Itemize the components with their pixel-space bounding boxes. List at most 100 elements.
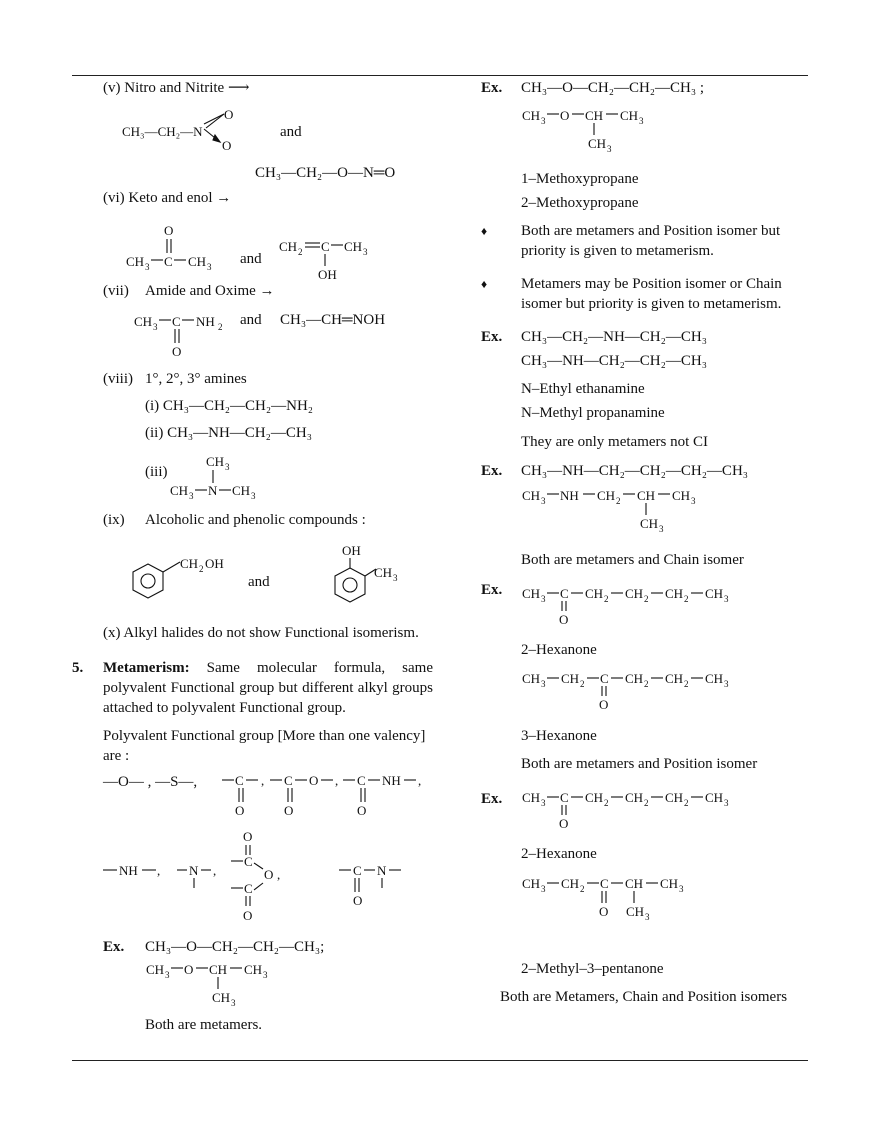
right-ex1-formula: CH₃—O—CH₂—CH₂—CH₃ ;	[521, 80, 705, 96]
svg-text:C: C	[244, 854, 253, 869]
svg-text:2: 2	[684, 594, 689, 604]
amide-oxime-label: Amide and Oxime →	[145, 283, 275, 299]
svg-text:NH: NH	[560, 488, 579, 503]
svg-text:CH: CH	[522, 586, 540, 601]
svg-text:C: C	[244, 881, 253, 896]
svg-text:O: O	[599, 697, 608, 712]
bullet2-diamond-icon: ♦	[481, 277, 488, 291]
left-ex-label: Ex.	[103, 939, 125, 955]
and-text-vi: and	[240, 251, 262, 267]
svg-text:CH: CH	[625, 876, 643, 891]
svg-text:3: 3	[659, 524, 664, 534]
svg-text:,: ,	[335, 773, 338, 788]
and-text-v: and	[280, 124, 302, 140]
svg-text:2: 2	[298, 247, 303, 257]
svg-text:OH: OH	[205, 556, 224, 571]
svg-text:CH: CH	[625, 586, 643, 601]
svg-text:3: 3	[393, 573, 398, 583]
svg-text:3: 3	[639, 116, 644, 126]
svg-text:,: ,	[277, 867, 280, 882]
right-ex2-note: They are only metamers not CI	[521, 434, 709, 450]
svg-text:3: 3	[153, 322, 158, 332]
alkyl-halides-label: (x) Alkyl halides do not show Functional…	[103, 625, 419, 641]
svg-text:O: O	[184, 962, 193, 977]
alcohol-phenol-label: Alcoholic and phenolic compounds :	[145, 512, 366, 528]
svg-text:3: 3	[263, 970, 268, 980]
svg-text:,: ,	[213, 863, 216, 878]
right-ex5-label: Ex.	[481, 791, 503, 807]
svg-text:2: 2	[684, 679, 689, 689]
right-ex2-label: Ex.	[481, 329, 503, 345]
svg-text:O: O	[222, 138, 231, 153]
svg-text:CH: CH	[344, 239, 362, 254]
svg-text:CH: CH	[244, 962, 262, 977]
svg-text:CH: CH	[279, 239, 297, 254]
svg-text:CH: CH	[585, 790, 603, 805]
svg-text:CH: CH	[180, 556, 198, 571]
svg-text:CH: CH	[625, 790, 643, 805]
svg-text:O: O	[560, 108, 569, 123]
nitrite-formula: CH₃—CH₂—O—N═O	[255, 165, 396, 181]
primary-amine-formula: (i) CH₃—CH₂—CH₂—NH₂	[145, 398, 314, 414]
svg-text:CH: CH	[209, 962, 227, 977]
svg-text:CH: CH	[620, 108, 638, 123]
right-ex2-formula1: CH₃—CH₂—NH—CH₂—CH₃	[521, 329, 707, 345]
left-ex-formula: CH₃—O—CH₂—CH₂—CH₃;	[145, 939, 325, 955]
svg-text:C: C	[353, 863, 362, 878]
right-ex4-note: Both are metamers and Position isomer	[521, 756, 758, 772]
svg-text:3: 3	[145, 262, 150, 272]
right-ex1-name1: 1–Methoxypropane	[521, 171, 639, 187]
svg-text:2: 2	[218, 322, 223, 332]
svg-text:OH: OH	[318, 267, 337, 282]
top-rule	[72, 75, 808, 76]
svg-text:C: C	[600, 671, 609, 686]
svg-text:C: C	[600, 876, 609, 891]
svg-text:CH: CH	[561, 671, 579, 686]
svg-text:CH: CH	[665, 586, 683, 601]
svg-text:3: 3	[679, 884, 684, 894]
svg-text:NH: NH	[196, 314, 215, 329]
svg-text:,: ,	[157, 863, 160, 878]
svg-text:CH: CH	[146, 962, 164, 977]
svg-text:2: 2	[604, 594, 609, 604]
right-ex5-note: Both are Metamers, Chain and Position is…	[500, 989, 788, 1005]
svg-text:CH: CH	[665, 790, 683, 805]
svg-text:3: 3	[231, 998, 236, 1008]
nitro-nitrite-label: (v) Nitro and Nitrite ⟶	[103, 80, 250, 96]
right-ex3-note: Both are metamers and Chain isomer	[521, 552, 744, 568]
svg-text:O: O	[164, 223, 173, 238]
amines-label: 1°, 2°, 3° amines	[145, 371, 247, 387]
svg-text:CH: CH	[522, 876, 540, 891]
svg-text:CH: CH	[665, 671, 683, 686]
svg-text:CH: CH	[626, 904, 644, 919]
svg-text:3: 3	[724, 798, 729, 808]
amines-num: (viii)	[103, 371, 133, 387]
svg-text:CH: CH	[597, 488, 615, 503]
svg-text:2: 2	[644, 679, 649, 689]
svg-text:NH: NH	[382, 773, 401, 788]
svg-text:N: N	[189, 863, 199, 878]
svg-text:CH: CH	[212, 990, 230, 1005]
svg-text:2: 2	[604, 798, 609, 808]
svg-text:C: C	[235, 773, 244, 788]
svg-text:CH: CH	[640, 516, 658, 531]
svg-text:O: O	[559, 612, 568, 627]
svg-text:2: 2	[644, 594, 649, 604]
svg-text:2: 2	[580, 884, 585, 894]
bullet1-diamond-icon: ♦	[481, 224, 488, 238]
right-ex3-label: Ex.	[481, 463, 503, 479]
and-text-ix: and	[248, 574, 270, 590]
svg-text:O: O	[284, 803, 293, 818]
and-text-vii: and	[240, 312, 262, 328]
svg-text:O: O	[235, 803, 244, 818]
svg-text:2: 2	[684, 798, 689, 808]
right-ex3-formula: CH₃—NH—CH₂—CH₂—CH₂—CH₃	[521, 463, 748, 479]
svg-text:CH: CH	[561, 876, 579, 891]
svg-text:CH: CH	[625, 671, 643, 686]
svg-text:3: 3	[363, 247, 368, 257]
nitro-group-structure: O O	[203, 107, 233, 153]
svg-text:CH: CH	[522, 671, 540, 686]
svg-text:3: 3	[724, 594, 729, 604]
